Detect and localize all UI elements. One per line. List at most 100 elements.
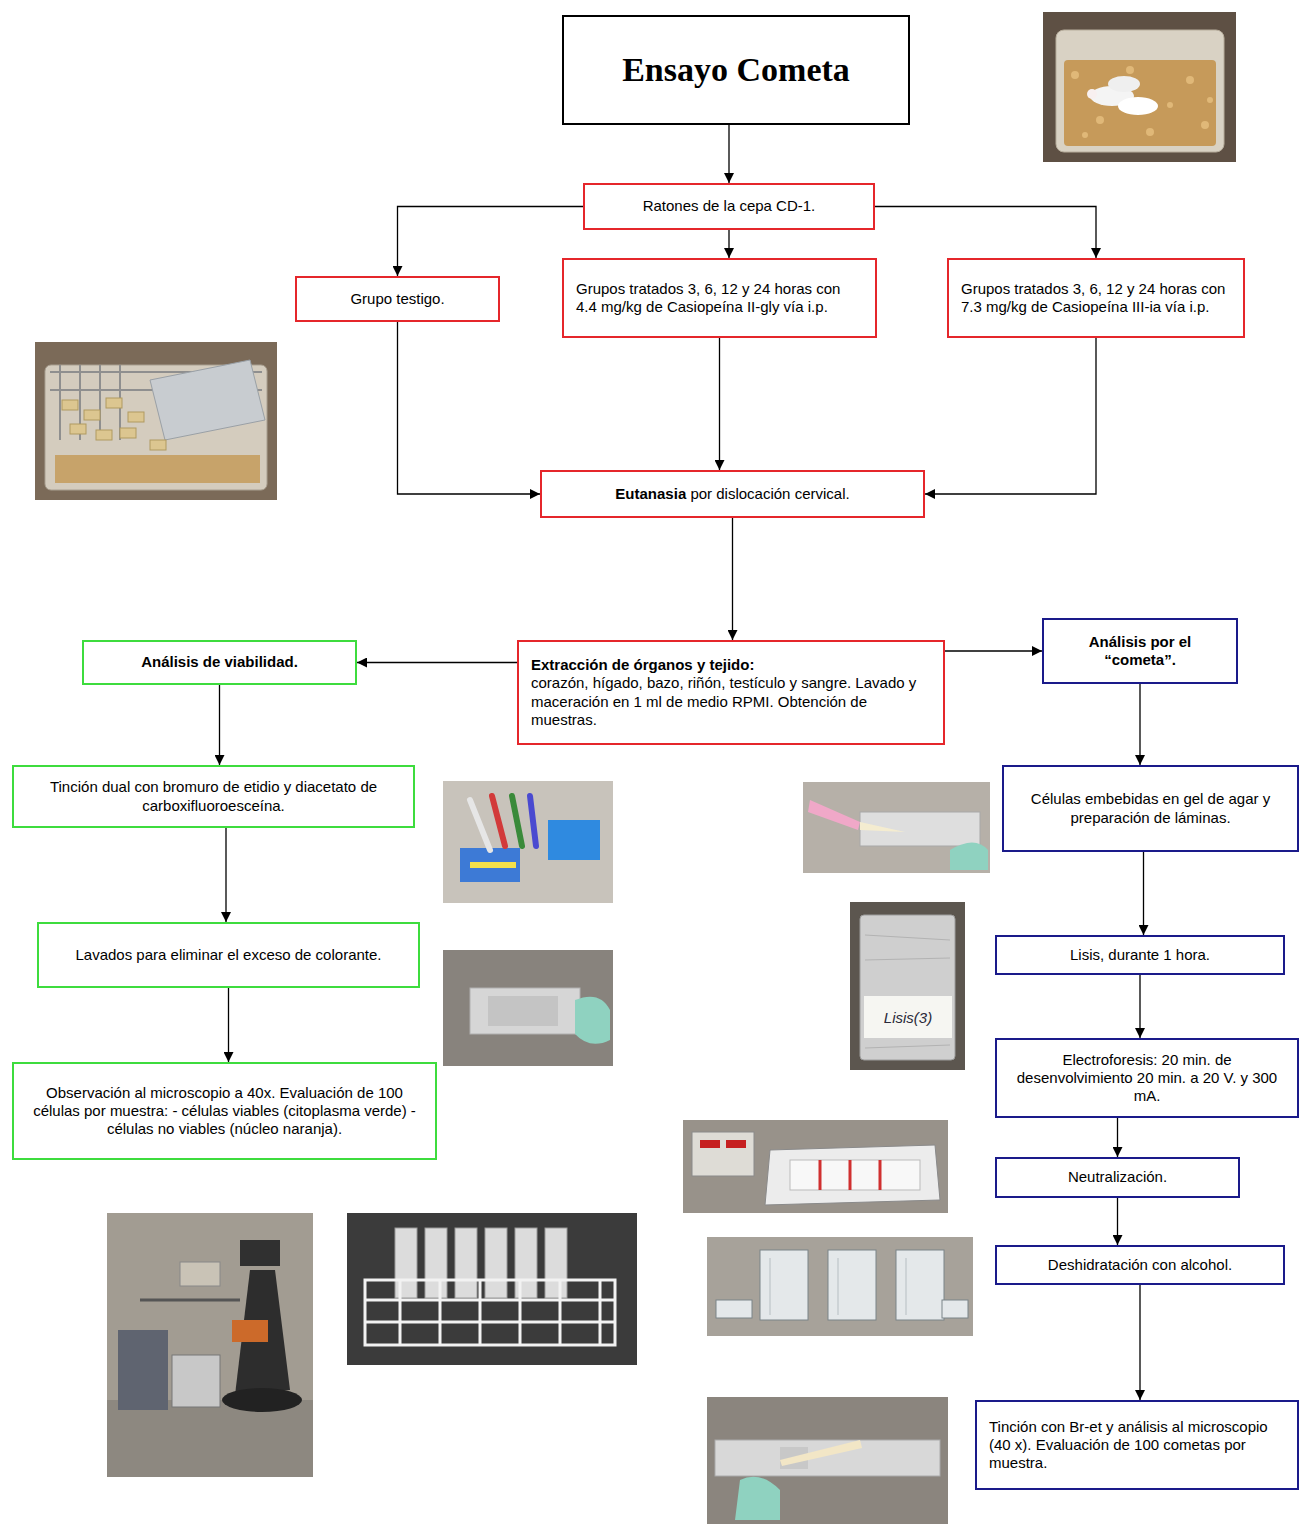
photo-detail xyxy=(780,1440,862,1466)
process-box: Ratones de la cepa CD-1. xyxy=(583,183,875,230)
photo-detail xyxy=(548,820,600,860)
photo-detail xyxy=(1167,102,1173,108)
photo-detail xyxy=(599,1280,602,1345)
photo-detail xyxy=(575,997,610,1044)
photo-detail xyxy=(860,812,980,846)
box-text: Análisis de viabilidad. xyxy=(96,653,343,671)
jar-label: Lisis(3) xyxy=(864,996,952,1038)
slide-drop-photo xyxy=(707,1397,948,1524)
process-box: Grupos tratados 3, 6, 12 y 24 horas con … xyxy=(562,258,877,338)
flow-arrow xyxy=(728,230,729,258)
photo-detail xyxy=(460,848,520,882)
photo-detail xyxy=(726,1140,746,1148)
box-text: Lavados para eliminar el exceso de color… xyxy=(51,946,406,964)
photo-detail xyxy=(222,1388,302,1412)
flow-arrow xyxy=(719,338,720,470)
flow-arrow xyxy=(732,518,733,640)
photo-detail xyxy=(35,342,277,500)
photo-detail xyxy=(107,1400,313,1477)
photo-detail xyxy=(838,1258,839,1315)
photo-detail xyxy=(443,781,613,903)
photo-detail xyxy=(470,988,580,1034)
photo-detail xyxy=(716,1250,968,1320)
step-box: Observación al microscopio a 40x. Evalua… xyxy=(12,1062,437,1160)
flow-arrow xyxy=(1117,1118,1118,1157)
emphasis: Eutanasia xyxy=(615,485,686,502)
photo-detail xyxy=(803,782,990,873)
photo-detail xyxy=(1118,97,1158,115)
photo-detail xyxy=(470,800,490,850)
photo-detail xyxy=(1096,116,1104,124)
box-text: Observación al microscopio a 40x. Evalua… xyxy=(26,1084,423,1139)
photo-detail xyxy=(865,958,950,960)
photo-detail xyxy=(479,1280,482,1345)
box-text: Ensayo Cometa xyxy=(574,49,898,90)
text-rest: por dislocación cervical. xyxy=(686,485,849,502)
box-text: corazón, hígado, bazo, riñón, testículo … xyxy=(531,674,931,729)
photo-detail xyxy=(118,1330,168,1410)
flow-arrow xyxy=(219,685,220,765)
pipettes-photo xyxy=(443,781,613,903)
photo-detail xyxy=(120,428,136,438)
photo-detail xyxy=(395,1228,417,1298)
photo-detail xyxy=(470,862,516,868)
flow-arrow xyxy=(945,650,1042,651)
electrophoresis-photo xyxy=(683,1120,948,1213)
box-text: Grupos tratados 3, 6, 12 y 24 horas con … xyxy=(961,280,1231,317)
flow-arrow xyxy=(228,988,229,1062)
photo-detail xyxy=(365,1299,615,1302)
photo-detail xyxy=(1064,60,1216,146)
photo-detail xyxy=(906,1258,907,1315)
flow-arrow xyxy=(925,338,1096,494)
photo-detail xyxy=(896,1250,944,1320)
photo-detail xyxy=(519,1280,522,1345)
slide-photo xyxy=(443,950,613,1066)
photo-detail xyxy=(559,1280,562,1345)
photo-detail xyxy=(715,1440,940,1476)
photo-detail xyxy=(59,365,61,440)
photo-detail xyxy=(808,800,860,830)
photo-detail xyxy=(860,915,955,1060)
flow-arrow xyxy=(1139,684,1140,765)
flow-arrow xyxy=(398,207,584,277)
photo-detail xyxy=(530,796,536,846)
box-text: Grupos tratados 3, 6, 12 y 24 horas con … xyxy=(576,280,863,317)
step-box: Tinción con Br-et y análisis al microsco… xyxy=(975,1400,1299,1490)
cage-photo xyxy=(35,342,277,500)
flow-arrow xyxy=(398,322,541,494)
photo-detail xyxy=(512,796,522,846)
photo-detail xyxy=(365,1321,615,1324)
photo-detail xyxy=(850,902,965,1070)
photo-detail xyxy=(820,1160,880,1190)
photo-detail xyxy=(240,1240,280,1266)
photo-detail xyxy=(716,1300,752,1318)
photo-detail xyxy=(849,1160,852,1190)
photo-detail xyxy=(140,1299,240,1302)
step-box: Lisis, durante 1 hora. xyxy=(995,935,1285,975)
flow-arrow xyxy=(1117,1198,1118,1245)
photo-detail xyxy=(365,1280,615,1345)
photo-detail xyxy=(443,950,613,1066)
process-box: Grupos tratados 3, 6, 12 y 24 horas con … xyxy=(947,258,1245,338)
photo-detail xyxy=(860,822,905,832)
photo-detail xyxy=(488,996,558,1026)
photo-detail xyxy=(470,796,536,850)
photo-detail xyxy=(172,1355,220,1407)
photo-detail xyxy=(1186,76,1194,84)
step-box: Lavados para eliminar el exceso de color… xyxy=(37,922,420,988)
photo-detail xyxy=(865,935,950,940)
process-box: Extracción de órganos y tejido:corazón, … xyxy=(517,640,945,745)
photo-detail xyxy=(1087,89,1097,99)
flow-arrow xyxy=(728,125,729,183)
photo-detail xyxy=(942,1300,968,1318)
flow-arrow xyxy=(1139,975,1140,1038)
photo-detail xyxy=(150,440,166,450)
photo-detail xyxy=(950,843,988,871)
photo-detail xyxy=(180,1262,220,1286)
box-text: Grupo testigo. xyxy=(309,290,486,308)
photo-detail xyxy=(106,398,122,408)
slide-rack-photo xyxy=(347,1213,637,1365)
photo-detail xyxy=(347,1213,637,1365)
photo-detail xyxy=(683,1120,948,1213)
step-box: Deshidratación con alcohol. xyxy=(995,1245,1285,1285)
